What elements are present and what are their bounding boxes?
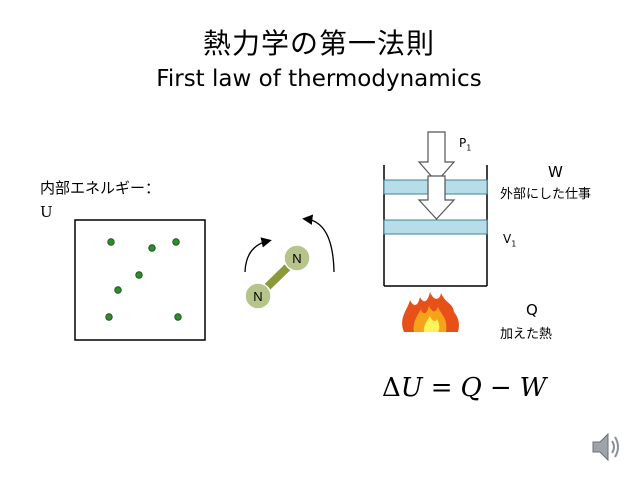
work-symbol: W: [548, 163, 563, 181]
piston-cylinder: [383, 131, 488, 287]
gas-particles: [105, 238, 182, 321]
page-title-en: First law of thermodynamics: [156, 66, 482, 92]
equation-equals: =: [430, 373, 453, 403]
rotation-arrow-icon: [302, 214, 335, 273]
gas-particle: [148, 244, 156, 252]
gas-particle: [172, 238, 180, 246]
gas-container-box: [74, 219, 206, 341]
internal-energy-label: 内部エネルギー： U: [40, 176, 210, 224]
gas-particle: [105, 313, 113, 321]
heat-label: 加えた熱: [500, 327, 553, 342]
volume-label: V1: [503, 232, 517, 249]
internal-energy-text: 内部エネルギー：: [40, 179, 161, 197]
arrow-down-icon: [417, 175, 456, 220]
gas-particle: [174, 313, 182, 321]
rotation-arrow-icon: [244, 237, 272, 273]
first-law-equation: ΔU=Q−W: [382, 373, 546, 403]
pressure-label: P1: [459, 136, 472, 153]
atom-top: [283, 244, 311, 272]
piston-moved: [383, 219, 488, 235]
equation-delta: Δ: [382, 373, 401, 403]
equation-w: W: [519, 373, 547, 403]
n2-molecule: N N: [244, 214, 335, 310]
gas-particle: [114, 286, 122, 294]
internal-energy-symbol: U: [40, 203, 53, 221]
equation-u: U: [400, 373, 423, 403]
flame-icon: [402, 292, 459, 332]
equation-q: Q: [460, 373, 482, 403]
speaker-icon[interactable]: [590, 430, 622, 464]
atom-bottom: [244, 282, 272, 310]
heat-symbol: Q: [526, 301, 538, 319]
page-title-jp: 熱力学の第一法則: [202, 27, 435, 60]
work-label: 外部にした仕事: [500, 187, 592, 202]
equation-minus: −: [489, 373, 512, 403]
atom-top-label: N: [292, 251, 301, 266]
gas-particle: [135, 271, 143, 279]
atom-bottom-label: N: [253, 289, 262, 304]
gas-particle: [107, 238, 115, 246]
arrow-down-icon: [417, 131, 456, 183]
